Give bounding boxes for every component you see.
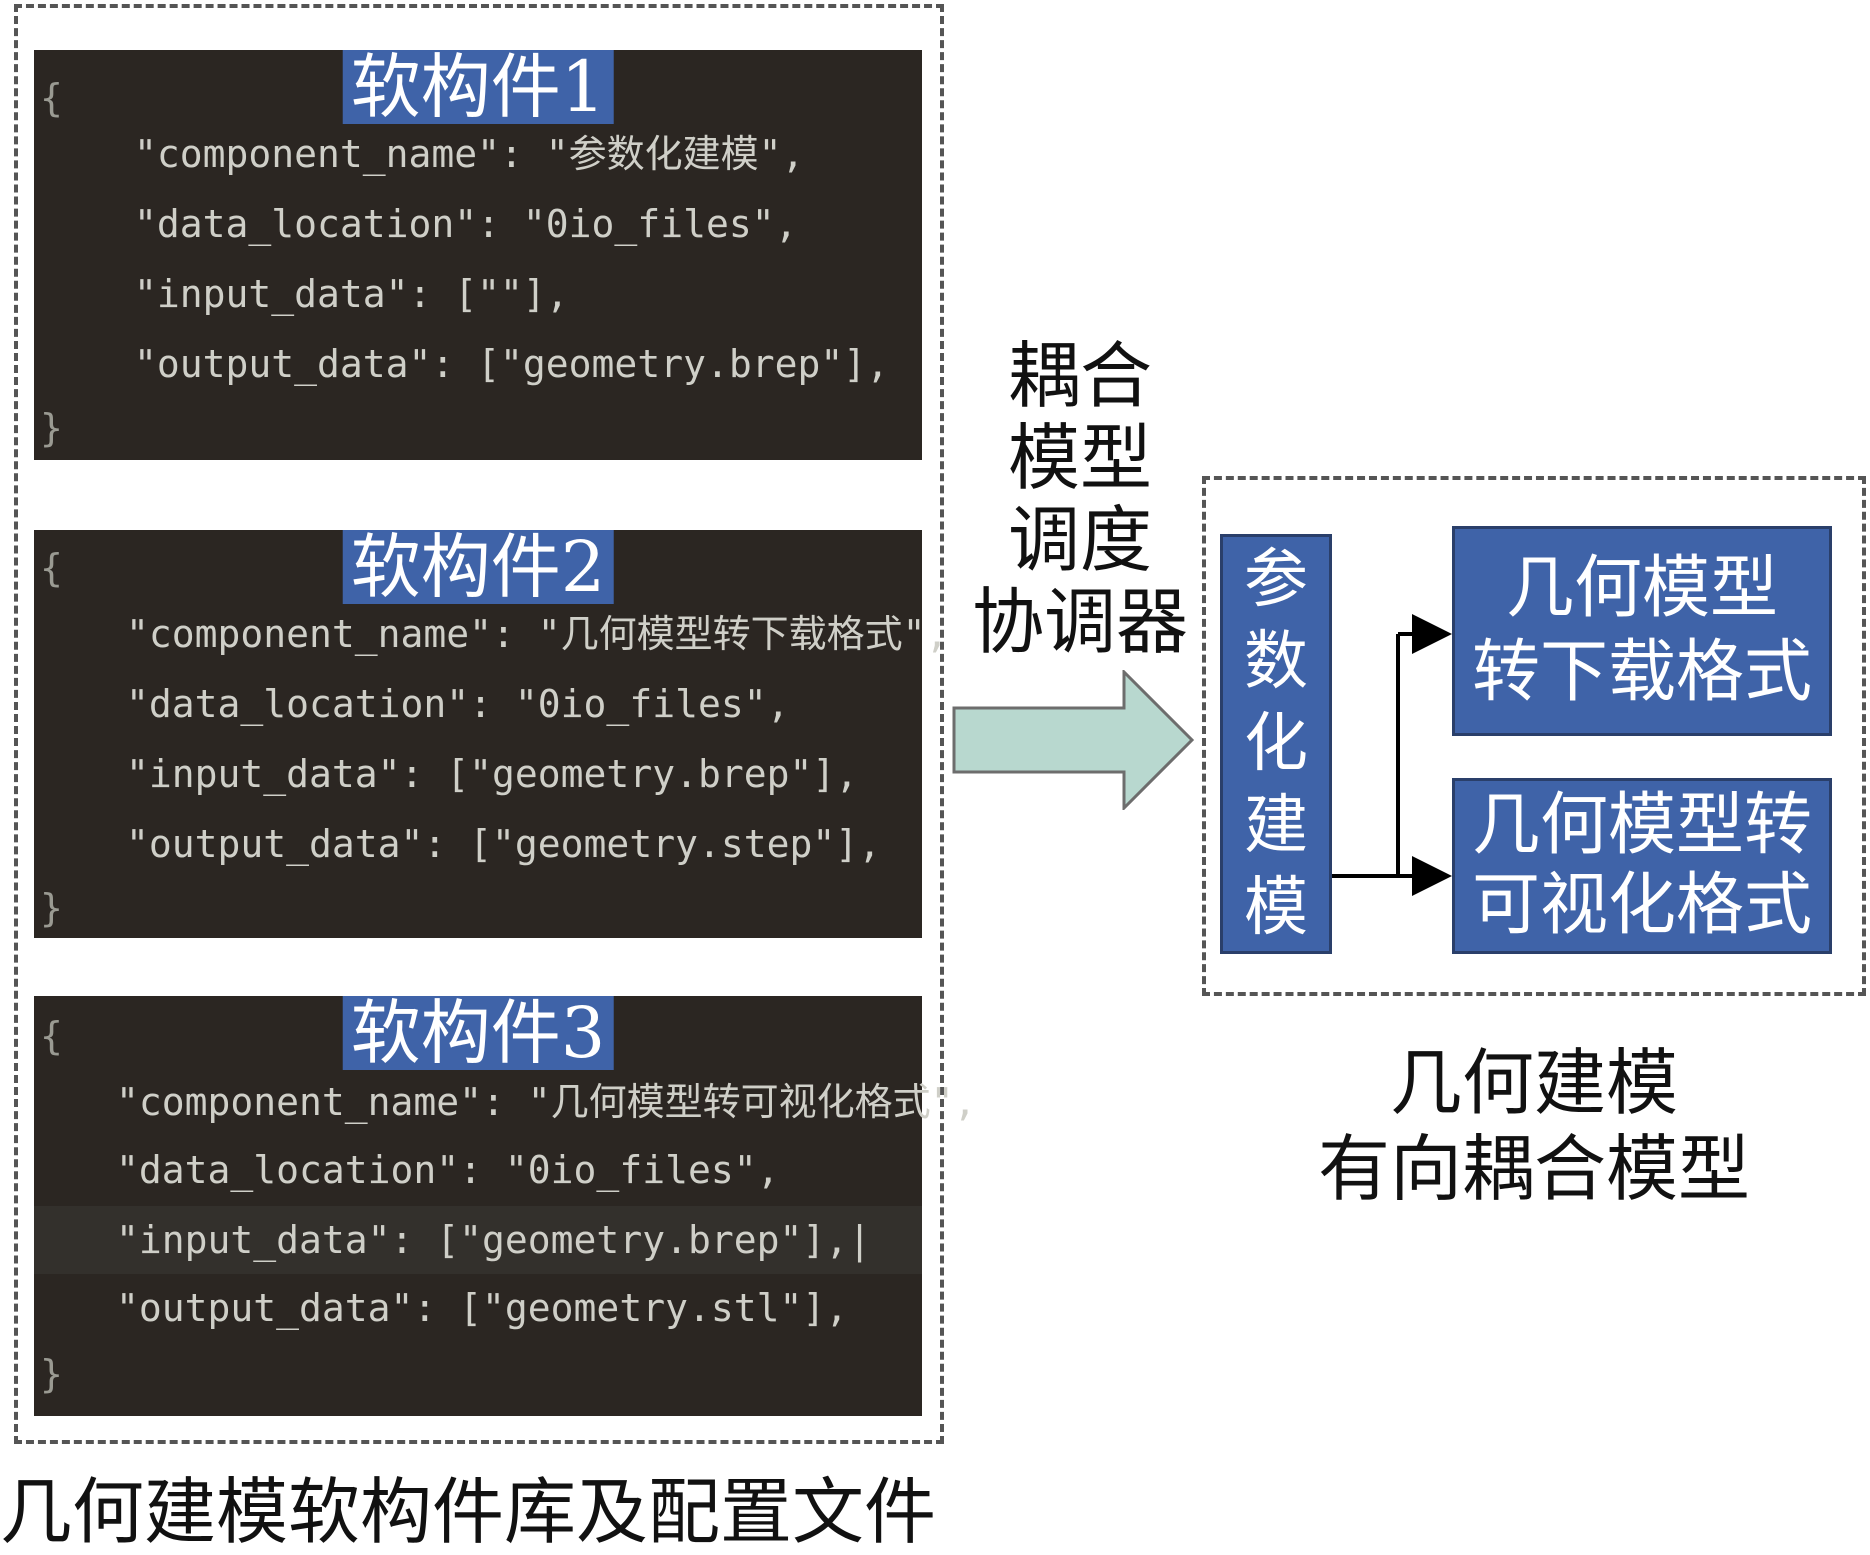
code-line-component-name: "component_name": "几何模型转可视化格式", bbox=[116, 1080, 977, 1124]
node-line: 转下载格式 bbox=[1471, 633, 1812, 712]
open-brace: { bbox=[40, 76, 63, 120]
node-geometry-to-download-format: 几何模型 转下载格式 bbox=[1452, 526, 1832, 736]
model-caption: 几何建模 有向耦合模型 bbox=[1202, 1040, 1866, 1212]
code-line-input-data: "input_data": [""], bbox=[134, 272, 569, 316]
coupling-model-frame bbox=[1202, 476, 1866, 996]
component-1-config: 软构件1 { "component_name": "参数化建模", "data_… bbox=[34, 50, 922, 460]
close-brace: } bbox=[40, 406, 63, 450]
component-2-title: 软构件2 bbox=[342, 530, 614, 604]
coordinator-label: 耦合 模型 调度 协调器 bbox=[960, 335, 1200, 663]
open-brace: { bbox=[40, 1014, 63, 1058]
coordinator-line: 协调器 bbox=[971, 580, 1188, 664]
model-caption-line: 有向耦合模型 bbox=[1317, 1127, 1750, 1211]
code-line-data-location: "data_location": "0io_files", bbox=[134, 202, 798, 246]
node-geometry-to-visual-format: 几何模型转 可视化格式 bbox=[1452, 778, 1832, 954]
node-char: 数 bbox=[1244, 625, 1308, 699]
node-parametric-modeling: 参 数 化 建 模 bbox=[1220, 534, 1332, 954]
component-1-title: 软构件1 bbox=[342, 50, 614, 124]
node-char: 化 bbox=[1244, 707, 1308, 781]
code-line-output-data: "output_data": ["geometry.step"], bbox=[126, 822, 881, 866]
code-line-input-data: "input_data": ["geometry.brep"], bbox=[126, 752, 859, 796]
coordinator-line: 调度 bbox=[1007, 498, 1152, 582]
component-library-frame bbox=[14, 4, 944, 1444]
code-line-data-location: "data_location": "0io_files", bbox=[116, 1148, 780, 1192]
code-line-data-location: "data_location": "0io_files", bbox=[126, 682, 790, 726]
component-2-config: 软构件2 { "component_name": "几何模型转下载格式", "d… bbox=[34, 530, 948, 938]
code-line-output-data: "output_data": ["geometry.brep"], bbox=[134, 342, 889, 386]
library-caption: 几何建模软构件库及配置文件 bbox=[0, 1470, 937, 1554]
coordinator-line: 模型 bbox=[1007, 416, 1152, 500]
model-caption-line: 几何建模 bbox=[1389, 1041, 1678, 1125]
close-brace: } bbox=[40, 1352, 63, 1396]
connector-arrows-icon bbox=[1332, 614, 1452, 896]
code-line-component-name: "component_name": "几何模型转下载格式", bbox=[126, 612, 949, 656]
node-char: 建 bbox=[1244, 789, 1308, 863]
node-line: 几何模型转 bbox=[1471, 786, 1812, 865]
component-3-title: 软构件3 bbox=[342, 996, 614, 1070]
component-3-config: 软构件3 { "component_name": "几何模型转可视化格式", "… bbox=[34, 996, 976, 1416]
node-line: 可视化格式 bbox=[1471, 866, 1812, 945]
node-char: 模 bbox=[1244, 871, 1308, 945]
close-brace: } bbox=[40, 886, 63, 930]
right-arrow-icon bbox=[952, 670, 1195, 810]
node-line: 几何模型 bbox=[1505, 549, 1778, 628]
code-line-input-data: "input_data": ["geometry.brep"],| bbox=[116, 1218, 871, 1262]
code-line-component-name: "component_name": "参数化建模", bbox=[134, 132, 805, 176]
current-line-highlight bbox=[34, 1206, 922, 1274]
node-char: 参 bbox=[1244, 543, 1308, 617]
coordinator-line: 耦合 bbox=[1007, 334, 1152, 418]
code-line-output-data: "output_data": ["geometry.stl"], bbox=[116, 1286, 849, 1330]
open-brace: { bbox=[40, 546, 63, 590]
